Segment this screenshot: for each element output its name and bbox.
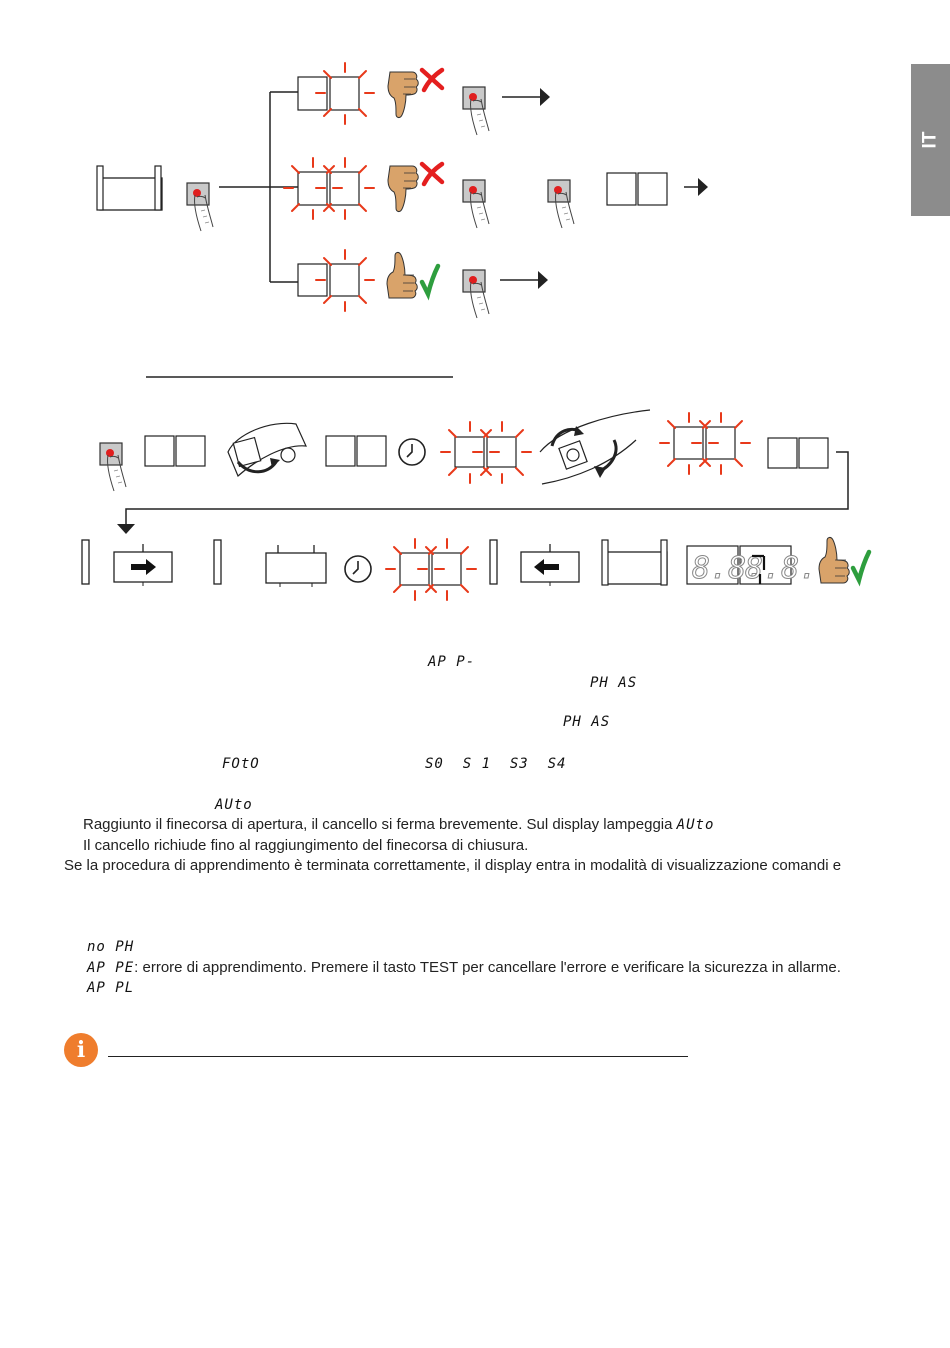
- display-code-phas: PH AS: [590, 675, 638, 691]
- arrow-right-icon: [131, 559, 156, 575]
- text-open-limit: Raggiunto il finecorsa di apertura, il c…: [83, 816, 714, 834]
- text-success: Se la procedura di apprendimento è termi…: [64, 857, 842, 874]
- display-code-ap-pe: AP PE: [87, 960, 135, 976]
- arrow-down-icon: [117, 524, 135, 534]
- cross-icon: [422, 70, 442, 90]
- display-code-ap-pl: AP PL: [87, 980, 135, 996]
- arrow-right-icon: [502, 88, 550, 106]
- info-heading-rule: [108, 1056, 688, 1057]
- arrow-right-icon: [500, 271, 548, 289]
- thumb-up-icon: [386, 251, 418, 299]
- thumb-down-icon: [387, 165, 419, 213]
- display-mode-screen: 8.8. 8.8.: [686, 545, 818, 587]
- finger-press-icon: [462, 269, 490, 319]
- display-code-no-ph: no PH: [87, 939, 135, 955]
- closed-gate: [601, 539, 668, 586]
- display-code-app: AP P-: [428, 654, 476, 670]
- display-code-inputs: S0 S 1 S3 S4: [425, 756, 567, 772]
- start-gate: [96, 165, 163, 211]
- text-error-ap-pe-body: : errore di apprendimento. Premere il ta…: [134, 959, 841, 976]
- finger-press-icon: [462, 179, 490, 229]
- clock-icon: [344, 555, 372, 583]
- finger-press-icon: [547, 179, 575, 229]
- arrow-right-icon: [684, 178, 708, 196]
- check-icon: [853, 552, 869, 580]
- info-icon: i: [64, 1033, 98, 1067]
- text-close: Il cancello richiude fino al raggiungime…: [83, 837, 529, 854]
- gate-post: [213, 539, 222, 585]
- arrow-left-icon: [534, 559, 559, 575]
- cross-icon: [422, 164, 442, 184]
- display-code-auto: AUto: [215, 797, 253, 813]
- gate-post: [81, 539, 90, 585]
- gate-post: [489, 539, 498, 585]
- text-open-limit-body: Raggiunto il finecorsa di apertura, il c…: [83, 816, 677, 833]
- branch-lines: [219, 91, 300, 283]
- lock-knob-icon: [539, 409, 651, 485]
- text-error-ap-pe: AP PE: errore di apprendimento. Premere …: [87, 959, 841, 977]
- release-knob-icon: [227, 422, 307, 478]
- procedure-diagram: 8.8. 8.8.: [81, 62, 950, 601]
- thumb-down-icon: [387, 71, 419, 119]
- display-code-foto: FOtO: [222, 756, 260, 772]
- svg-text:8.8.: 8.8.: [745, 551, 817, 586]
- language-tab: IT: [911, 64, 950, 216]
- display-code-phas-2: PH AS: [563, 714, 611, 730]
- check-icon: [422, 266, 438, 294]
- finger-press-icon: [462, 86, 490, 136]
- sequence-connector: [125, 451, 849, 526]
- display-code-auto-inline: AUto: [676, 817, 715, 833]
- finger-press-icon: [99, 442, 127, 492]
- gate: [265, 544, 327, 588]
- finger-press-icon: [186, 182, 214, 232]
- clock-icon: [398, 438, 426, 466]
- thumb-up-icon: [818, 536, 850, 584]
